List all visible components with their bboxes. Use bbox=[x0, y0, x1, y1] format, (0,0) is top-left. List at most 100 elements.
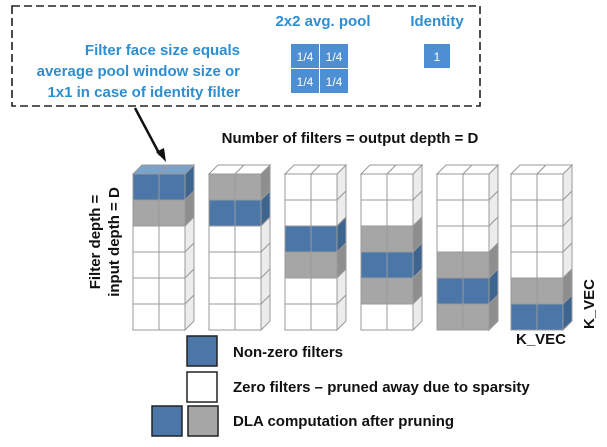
filter-cell bbox=[436, 303, 464, 331]
filter-cell bbox=[462, 225, 490, 253]
filter-cell bbox=[386, 303, 414, 331]
avg-pool-cell bbox=[291, 69, 319, 93]
filter-depth-label-line-2: input depth = D bbox=[106, 187, 123, 297]
filter-cell bbox=[436, 225, 464, 253]
filter-cell bbox=[360, 251, 388, 279]
filter-cell bbox=[158, 173, 186, 201]
filter-cell bbox=[510, 173, 538, 201]
callout-caption-line-1: Filter face size equals bbox=[85, 42, 240, 59]
filter-cell bbox=[234, 225, 262, 253]
filter-cell bbox=[284, 199, 312, 227]
filter-cell bbox=[360, 199, 388, 227]
filter-cell bbox=[510, 277, 538, 305]
filter-cell bbox=[132, 277, 160, 305]
filter-side-cell bbox=[488, 293, 499, 332]
filter-cell bbox=[234, 277, 262, 305]
avg-pool-cell bbox=[291, 44, 319, 68]
filter-cell bbox=[310, 225, 338, 253]
filter-cell bbox=[462, 303, 490, 331]
filter-cell bbox=[510, 251, 538, 279]
filter-cell bbox=[360, 173, 388, 201]
filter-top-cell bbox=[461, 164, 500, 175]
avg-pool-cell bbox=[320, 44, 348, 68]
filter-cell bbox=[158, 225, 186, 253]
filter-cell bbox=[510, 199, 538, 227]
avg-pool-cell bbox=[320, 69, 348, 93]
legend-nonzero-label: Non-zero filters bbox=[233, 344, 343, 361]
filter-cell bbox=[158, 251, 186, 279]
kvec-bottom-label: K_VEC bbox=[516, 331, 566, 348]
output-depth-header: Number of filters = output depth = D bbox=[222, 130, 479, 147]
avg-pool-cell-value: 1/4 bbox=[326, 75, 343, 89]
legend-dla-gray-swatch bbox=[187, 405, 219, 437]
filter-cell bbox=[234, 199, 262, 227]
filter-cell bbox=[462, 251, 490, 279]
filter-cell bbox=[360, 225, 388, 253]
filter-cell bbox=[536, 199, 564, 227]
avg-pool-title: 2x2 avg. pool bbox=[275, 13, 370, 30]
legend-zero-swatch bbox=[186, 371, 218, 403]
filter-cell bbox=[158, 303, 186, 331]
callout-caption-line-2: average pool window size or bbox=[37, 63, 241, 80]
filter-columns bbox=[131, 163, 574, 332]
filter-cell bbox=[132, 251, 160, 279]
filter-cell bbox=[158, 199, 186, 227]
filter-side-cell bbox=[562, 293, 573, 332]
filter-top-cell bbox=[385, 164, 424, 175]
filter-top-cell bbox=[157, 164, 196, 175]
legend-nonzero-swatch bbox=[186, 335, 218, 367]
filter-cell bbox=[436, 251, 464, 279]
filter-cell bbox=[536, 251, 564, 279]
filter-cell bbox=[208, 225, 236, 253]
filter-cell bbox=[386, 173, 414, 201]
callout-box bbox=[11, 5, 481, 107]
filter-cell bbox=[284, 303, 312, 331]
filter-cell bbox=[208, 277, 236, 305]
filter-side-cell bbox=[260, 293, 271, 332]
filter-cell bbox=[234, 173, 262, 201]
filter-cell bbox=[284, 251, 312, 279]
identity-cell-value: 1 bbox=[434, 50, 441, 64]
filter-side-cell bbox=[184, 293, 195, 332]
avg-pool-cell-value: 1/4 bbox=[297, 50, 314, 64]
filter-cell bbox=[510, 303, 538, 331]
filter-cell bbox=[510, 225, 538, 253]
kvec-side-label: K_VEC bbox=[581, 279, 598, 329]
filter-cell bbox=[284, 225, 312, 253]
filter-cell bbox=[436, 199, 464, 227]
filter-cell bbox=[132, 303, 160, 331]
filter-cell bbox=[132, 173, 160, 201]
filter-side-cell bbox=[336, 293, 347, 332]
filter-cell bbox=[536, 303, 564, 331]
filter-cell bbox=[536, 277, 564, 305]
filter-cell bbox=[386, 199, 414, 227]
filter-top-cell bbox=[233, 164, 272, 175]
filter-cell bbox=[536, 173, 564, 201]
filter-cell bbox=[284, 173, 312, 201]
legend-dla-label: DLA computation after pruning bbox=[233, 413, 454, 430]
filter-cell bbox=[360, 303, 388, 331]
filter-cell bbox=[158, 277, 186, 305]
callout-arrow bbox=[133, 107, 166, 162]
filter-cell bbox=[386, 277, 414, 305]
filter-top-cell bbox=[535, 164, 574, 175]
legend-dla-blue-swatch bbox=[151, 405, 183, 437]
avg-pool-cell-value: 1/4 bbox=[297, 75, 314, 89]
avg-pool-cell-value: 1/4 bbox=[326, 50, 343, 64]
filter-cell bbox=[310, 277, 338, 305]
filter-cell bbox=[386, 251, 414, 279]
filter-cell bbox=[310, 199, 338, 227]
filter-cell bbox=[234, 303, 262, 331]
filter-cell bbox=[208, 251, 236, 279]
identity-title: Identity bbox=[410, 13, 464, 30]
filter-cell bbox=[310, 251, 338, 279]
filter-cell bbox=[132, 199, 160, 227]
filter-cell bbox=[462, 277, 490, 305]
filter-cell bbox=[310, 303, 338, 331]
avg-pool-grid: 1/4 1/4 1/4 1/4 bbox=[291, 44, 348, 93]
callout-caption-line-3: 1x1 in case of identity filter bbox=[47, 84, 240, 101]
filter-depth-label-line-1: Filter depth = bbox=[87, 194, 104, 289]
filter-cell bbox=[436, 277, 464, 305]
identity-cell bbox=[424, 44, 450, 68]
